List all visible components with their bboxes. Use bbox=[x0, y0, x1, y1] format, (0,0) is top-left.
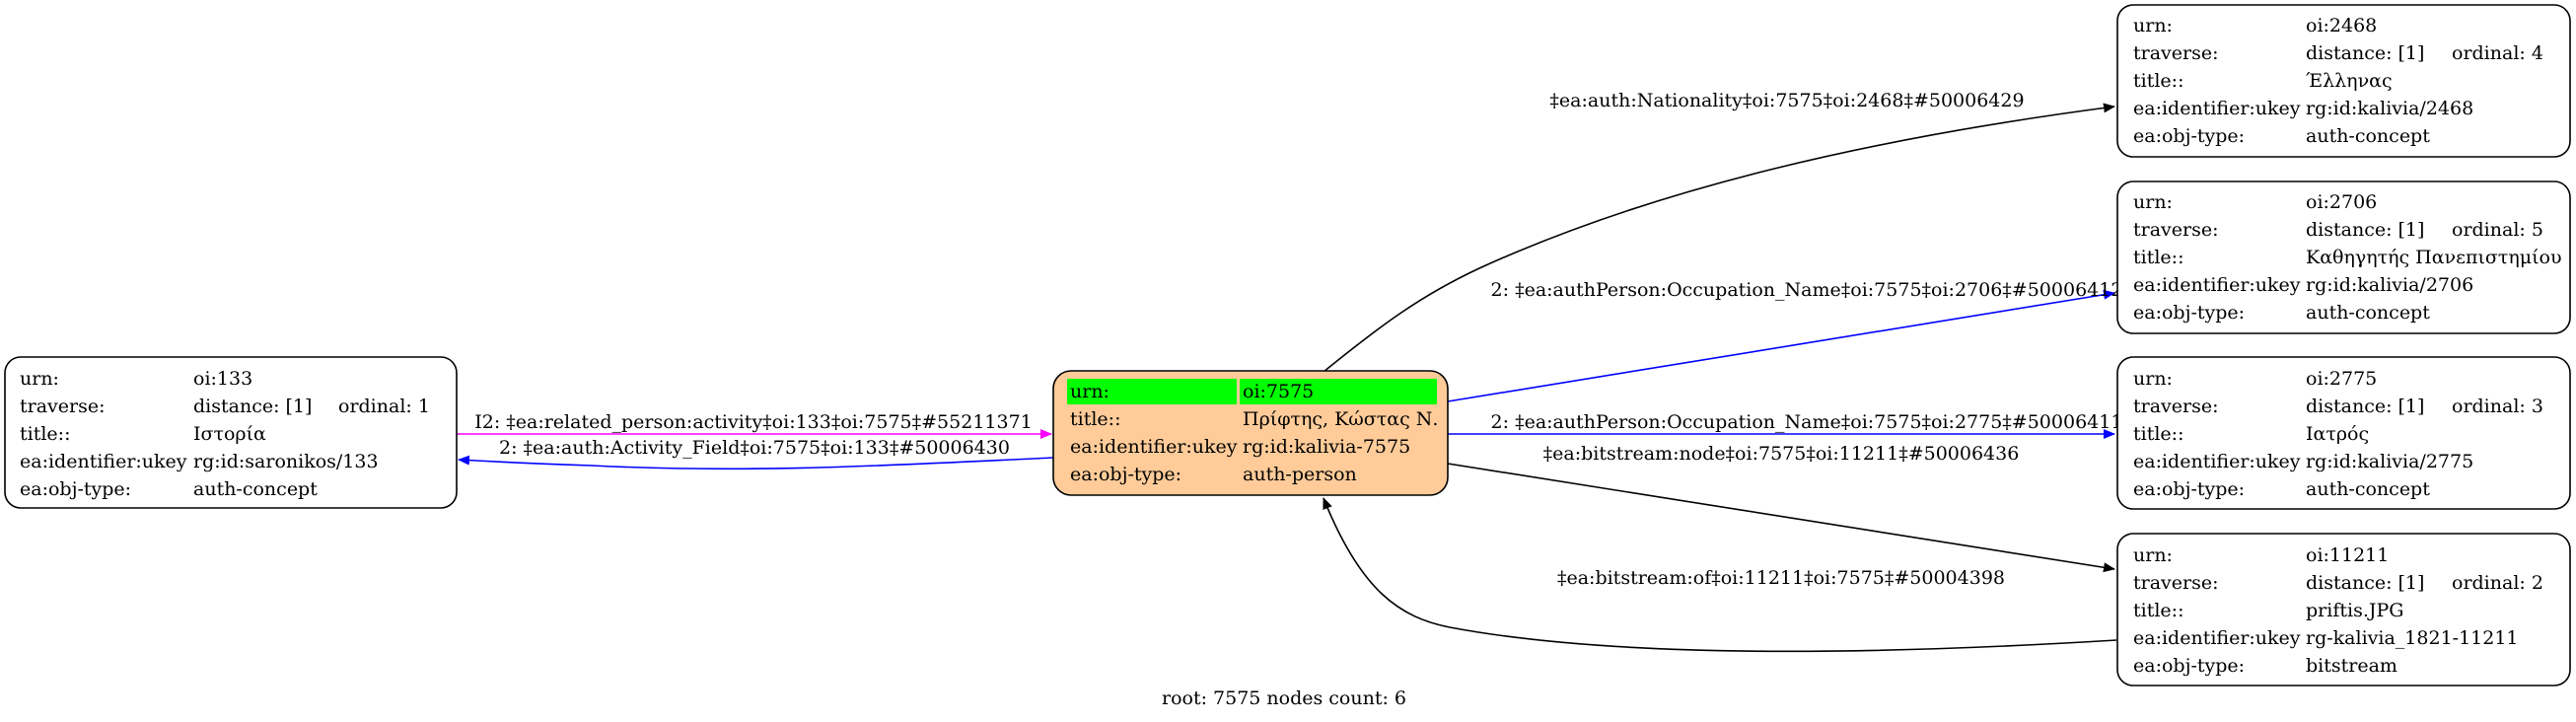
node-2468[interactable]: urn: oi:2468 traverse: distance: [1] ord… bbox=[2116, 4, 2571, 158]
node-value: distance: [1] bbox=[2306, 42, 2424, 64]
node-value: rg-kalivia_1821-11211 bbox=[2306, 627, 2519, 649]
edge-line bbox=[1323, 497, 2117, 653]
node-value: Ιστορία bbox=[193, 423, 266, 445]
node-value: bitstream bbox=[2306, 655, 2397, 677]
node-key: ea:obj-type: bbox=[1070, 464, 1181, 485]
edge-label: I2: ‡ea:related_person:activity‡oi:133‡o… bbox=[474, 411, 1033, 433]
node-value: distance: [1] bbox=[193, 396, 312, 417]
node-key: title:: bbox=[1070, 408, 1120, 430]
urn-key-highlight bbox=[1067, 379, 1237, 404]
node-box bbox=[2116, 356, 2571, 510]
node-key: urn: bbox=[2133, 15, 2173, 36]
node-value: auth-concept bbox=[2306, 125, 2430, 147]
node-box bbox=[2116, 533, 2571, 686]
edge-7575-to-2706[interactable]: 2: ‡ea:authPerson:Occupation_Name‡oi:757… bbox=[1447, 279, 2123, 402]
node-value: Έλληνας bbox=[2306, 70, 2393, 92]
node-key: traverse: bbox=[2133, 219, 2219, 241]
graph-footer: root: 7575 nodes count: 6 bbox=[1162, 687, 1406, 709]
edge-line bbox=[1323, 103, 2115, 373]
node-value: distance: [1] bbox=[2306, 219, 2424, 241]
node-key: traverse: bbox=[2133, 42, 2219, 64]
node-value: auth-concept bbox=[193, 478, 318, 500]
node-key: traverse: bbox=[20, 396, 106, 417]
node-value: oi:2706 bbox=[2306, 191, 2377, 213]
node-key: title:: bbox=[20, 423, 70, 445]
edge-label: ‡ea:bitstream:node‡oi:7575‡oi:11211‡#500… bbox=[1543, 443, 2020, 465]
node-extra: ordinal: 4 bbox=[2452, 42, 2543, 64]
node-key: urn: bbox=[2133, 544, 2173, 566]
edge-label: 2: ‡ea:auth:Activity_Field‡oi:7575‡oi:13… bbox=[499, 437, 1010, 459]
node-key: traverse: bbox=[2133, 572, 2219, 594]
node-extra: ordinal: 3 bbox=[2452, 396, 2543, 417]
node-box bbox=[4, 356, 458, 509]
node-key: ea:obj-type: bbox=[20, 478, 131, 500]
node-2775[interactable]: urn: oi:2775 traverse: distance: [1] ord… bbox=[2116, 356, 2571, 510]
edges: I2: ‡ea:related_person:activity‡oi:133‡o… bbox=[457, 90, 2123, 653]
edge-line bbox=[458, 455, 1054, 470]
node-7575-root[interactable]: urn: oi:7575 title:: Πρίφτης, Κώστας Ν. … bbox=[1052, 370, 1449, 496]
edge-133-to-7575[interactable]: I2: ‡ea:related_person:activity‡oi:133‡o… bbox=[457, 411, 1052, 439]
node-133[interactable]: urn: oi:133 traverse: distance: [1] ordi… bbox=[4, 356, 458, 509]
node-value: rg:id:kalivia/2775 bbox=[2306, 451, 2473, 472]
node-value: oi:7575 bbox=[1243, 381, 1314, 402]
edge-label: 2: ‡ea:authPerson:Occupation_Name‡oi:757… bbox=[1491, 279, 2123, 301]
edge-label: 2: ‡ea:authPerson:Occupation_Name‡oi:757… bbox=[1491, 411, 2123, 433]
node-extra: ordinal: 5 bbox=[2452, 219, 2543, 241]
node-key: ea:obj-type: bbox=[2133, 655, 2245, 677]
node-key: title:: bbox=[2133, 600, 2183, 621]
node-value: rg:id:kalivia-7575 bbox=[1243, 436, 1410, 458]
node-key: urn: bbox=[2133, 191, 2173, 213]
node-extra: ordinal: 2 bbox=[2452, 572, 2543, 594]
node-value: oi:133 bbox=[193, 368, 252, 390]
node-value: auth-concept bbox=[2306, 478, 2430, 500]
node-key: ea:identifier:ukey bbox=[1070, 436, 1238, 458]
node-key: ea:obj-type: bbox=[2133, 125, 2245, 147]
node-key: urn: bbox=[20, 368, 59, 390]
node-key: ea:identifier:ukey bbox=[2133, 98, 2301, 119]
node-key: ea:obj-type: bbox=[2133, 478, 2245, 500]
edge-line bbox=[1447, 289, 2115, 402]
urn-value-highlight bbox=[1240, 379, 1437, 404]
node-key: traverse: bbox=[2133, 396, 2219, 417]
node-key: ea:identifier:ukey bbox=[2133, 627, 2301, 649]
edge-label: ‡ea:bitstream:of‡oi:11211‡oi:7575‡#50004… bbox=[1557, 567, 2005, 589]
node-value: rg:id:kalivia/2706 bbox=[2306, 274, 2473, 296]
node-value: oi:11211 bbox=[2306, 544, 2389, 566]
edge-label: ‡ea:auth:Nationality‡oi:7575‡oi:2468‡#50… bbox=[1549, 90, 2024, 111]
node-value: distance: [1] bbox=[2306, 572, 2424, 594]
node-2706[interactable]: urn: oi:2706 traverse: distance: [1] ord… bbox=[2116, 180, 2571, 334]
edge-7575-to-2775[interactable]: 2: ‡ea:authPerson:Occupation_Name‡oi:757… bbox=[1448, 411, 2123, 439]
node-value: Ιατρός bbox=[2306, 423, 2369, 445]
node-key: urn: bbox=[2133, 368, 2173, 390]
node-11211[interactable]: urn: oi:11211 traverse: distance: [1] or… bbox=[2116, 533, 2571, 686]
node-key: ea:obj-type: bbox=[2133, 302, 2245, 324]
node-key: title:: bbox=[2133, 423, 2183, 445]
node-key: title:: bbox=[2133, 247, 2183, 268]
node-key: urn: bbox=[1070, 381, 1109, 402]
node-value: auth-concept bbox=[2306, 302, 2430, 324]
node-key: title:: bbox=[2133, 70, 2183, 92]
node-box bbox=[2116, 180, 2571, 334]
edge-line bbox=[1447, 463, 2115, 573]
node-key: ea:identifier:ukey bbox=[20, 451, 187, 472]
node-value: oi:2468 bbox=[2306, 15, 2377, 36]
edge-7575-to-11211[interactable]: ‡ea:bitstream:node‡oi:7575‡oi:11211‡#500… bbox=[1447, 443, 2115, 573]
node-box bbox=[2116, 4, 2571, 158]
edge-7575-to-2468[interactable]: ‡ea:auth:Nationality‡oi:7575‡oi:2468‡#50… bbox=[1323, 90, 2115, 373]
node-value: auth-person bbox=[1243, 464, 1357, 485]
node-value: oi:2775 bbox=[2306, 368, 2377, 390]
node-value: priftis.JPG bbox=[2306, 600, 2403, 621]
edge-11211-to-7575[interactable]: ‡ea:bitstream:of‡oi:11211‡oi:7575‡#50004… bbox=[1323, 497, 2117, 653]
node-key: ea:identifier:ukey bbox=[2133, 451, 2301, 472]
node-value: rg:id:kalivia/2468 bbox=[2306, 98, 2473, 119]
node-value: Καθηγητής Πανεπιστημίου bbox=[2306, 247, 2562, 268]
edge-7575-to-133[interactable]: 2: ‡ea:auth:Activity_Field‡oi:7575‡oi:13… bbox=[458, 437, 1054, 470]
node-value: distance: [1] bbox=[2306, 396, 2424, 417]
node-extra: ordinal: 1 bbox=[338, 396, 430, 417]
node-key: ea:identifier:ukey bbox=[2133, 274, 2301, 296]
node-value: Πρίφτης, Κώστας Ν. bbox=[1243, 408, 1438, 430]
node-value: rg:id:saronikos/133 bbox=[193, 451, 379, 472]
